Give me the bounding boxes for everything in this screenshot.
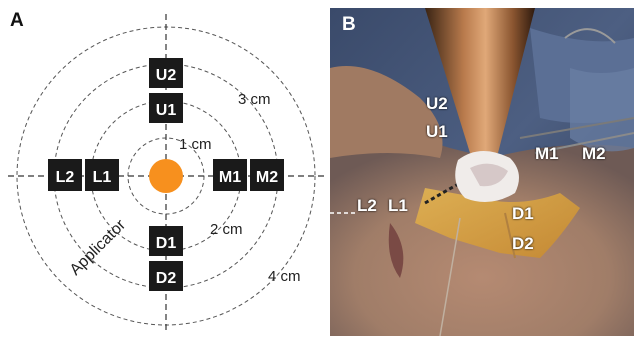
photo-label-d2: D2 <box>512 234 534 254</box>
panel-letter-a: A <box>10 10 24 32</box>
applicator-circle <box>149 159 183 193</box>
panel-a-schematic: U2 U1 L2 L1 M1 <box>0 0 330 336</box>
electrode-label: D2 <box>156 270 177 287</box>
panel-b-photo: B U2 U1 M1 M2 L2 L1 D1 D2 <box>330 8 634 336</box>
photo-label-u1: U1 <box>426 122 448 142</box>
electrode-u2: U2 <box>149 58 183 88</box>
photo-label-l2: L2 <box>357 196 377 216</box>
electrode-label: L2 <box>56 169 75 186</box>
distance-label-1cm: 1 cm <box>179 136 212 153</box>
electrode-label: M1 <box>219 169 241 186</box>
surgical-photo <box>330 8 634 336</box>
electrode-label: D1 <box>156 235 177 252</box>
electrode-m1: M1 <box>213 159 247 191</box>
photo-label-m1: M1 <box>535 144 559 164</box>
photo-label-d1: D1 <box>512 204 534 224</box>
electrode-d2: D2 <box>149 261 183 291</box>
distance-label-2cm: 2 cm <box>210 221 243 238</box>
electrode-l2: L2 <box>48 159 82 191</box>
distance-label-3cm: 3 cm <box>238 91 271 108</box>
electrode-u1: U1 <box>149 93 183 123</box>
photo-label-m2: M2 <box>582 144 606 164</box>
distance-label-4cm: 4 cm <box>268 268 301 285</box>
electrode-d1: D1 <box>149 226 183 256</box>
electrode-label: M2 <box>256 169 278 186</box>
electrode-label: U2 <box>156 67 177 84</box>
schematic-svg: U2 U1 L2 L1 M1 <box>0 0 330 336</box>
photo-label-u2: U2 <box>426 94 448 114</box>
electrode-l1: L1 <box>85 159 119 191</box>
electrode-m2: M2 <box>250 159 284 191</box>
panel-letter-b: B <box>342 14 356 36</box>
electrode-label: U1 <box>156 102 177 119</box>
electrode-label: L1 <box>93 169 112 186</box>
photo-label-l1: L1 <box>388 196 408 216</box>
applicator-label: Applicator <box>67 216 130 279</box>
